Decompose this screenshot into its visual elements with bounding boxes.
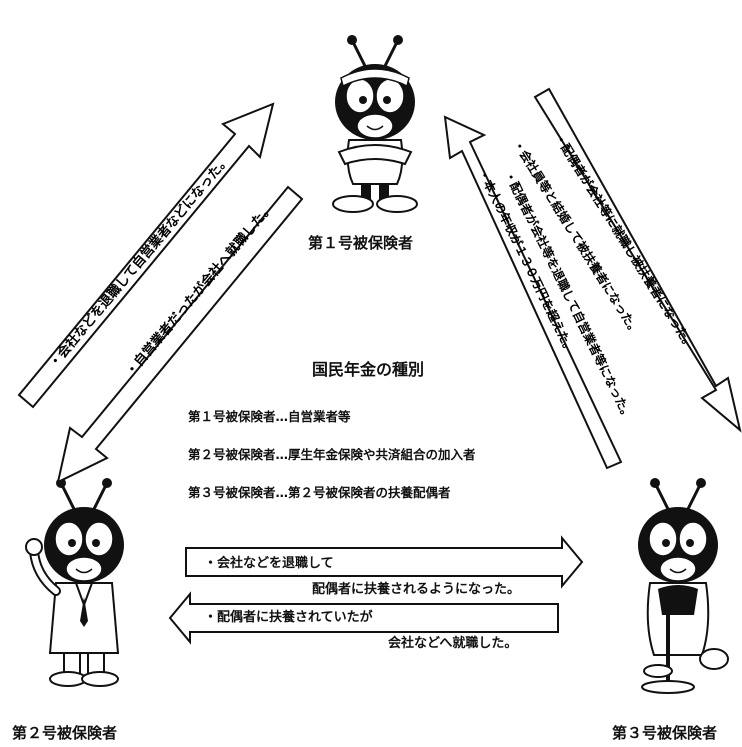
center-title: 国民年金の種別 [312,360,425,379]
right-arrow-down [533,87,742,433]
first-insured-character [332,33,418,213]
center-line-1: 第１号被保険者…自営業者等 [188,409,351,424]
left-arrow-down-text: ・自営業者だったが会社へ就職した。 [122,200,276,380]
second-insured-character [25,476,126,687]
bottom-arrow-left-text-1: ・配偶者に扶養されていたが [204,610,373,625]
left-arrow-down [56,185,304,484]
third-insured-label: 第３号被保険者 [612,724,718,742]
right-arrow-up [443,115,623,470]
bottom-arrow-left-text-2: 会社などへ就職した。 [388,636,518,651]
left-arrow-up-text: ・会社などを退職して自営業者などになった。 [46,152,233,371]
bottom-arrow-right-text-1: ・会社などを退職して [204,556,334,571]
bottom-arrow-left [168,591,559,645]
center-line-3: 第３号被保険者…第２号被保険者の扶養配偶者 [188,485,451,500]
bottom-arrow-right [185,535,584,589]
first-insured-label: 第１号被保険者 [308,234,414,252]
center-line-2: 第２号被保険者…厚生年金保険や共済組合の加入者 [188,447,476,462]
bottom-arrow-right-text-2: 配偶者に扶養されるようになった。 [312,582,521,597]
second-insured-label: 第２号被保険者 [12,724,118,742]
third-insured-character [636,476,729,694]
left-arrow-up [17,102,275,409]
